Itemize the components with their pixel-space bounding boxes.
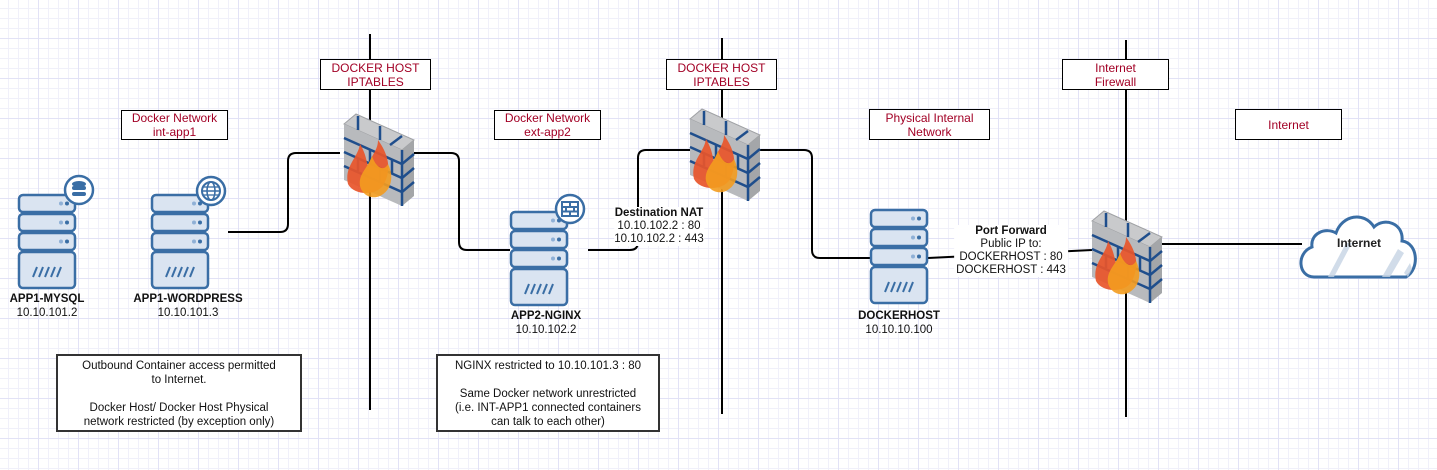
note-line: NGINX restricted to 10.10.101.3 : 80: [454, 360, 642, 372]
note-spacer: [442, 373, 654, 387]
note-nginx-restrictions: NGINX restricted to 10.10.101.3 : 80 Sam…: [436, 354, 660, 432]
node-label-dockerhost: DOCKERHOST 10.10.10.100: [858, 309, 940, 337]
zone-label-int-app1: Docker Network int-app1: [121, 110, 228, 140]
firewall-iptables-1-icon[interactable]: [342, 112, 416, 208]
zone-label-line: Firewall: [1094, 74, 1137, 89]
server-app1-wordpress-icon[interactable]: [150, 193, 210, 290]
node-name: APP1-MYSQL: [9, 293, 85, 305]
edge-label-line: DOCKERHOST : 443: [956, 264, 1066, 276]
zone-label-line: IPTABLES: [347, 74, 404, 89]
connector-iptables1-nginx[interactable]: [408, 152, 510, 251]
zone-label-internet-firewall: Internet Firewall: [1062, 59, 1169, 90]
zone-label-line: Internet: [1095, 60, 1136, 75]
node-name: DOCKERHOST: [858, 310, 940, 322]
edge-label-title: Port Forward: [975, 225, 1047, 237]
firewall-internet-icon[interactable]: [1090, 209, 1164, 305]
note-line: (i.e. INT-APP1 connected containers: [454, 402, 641, 414]
server-app2-nginx-icon[interactable]: [509, 210, 569, 307]
edge-label-line: DOCKERHOST : 80: [959, 251, 1063, 263]
zone-label-line: DOCKER HOST: [331, 60, 420, 75]
edge-label-line: 10.10.102.2 : 443: [614, 233, 704, 245]
zone-label-line: int-app1: [152, 125, 197, 139]
zone-label-iptables-1: DOCKER HOST IPTABLES: [320, 59, 431, 90]
node-name: APP2-NGINX: [510, 310, 582, 322]
node-label-app1-mysql: APP1-MYSQL 10.10.101.2: [10, 292, 85, 320]
node-ip: 10.10.102.2: [515, 324, 577, 336]
zone-label-line: Physical Internal: [885, 110, 974, 125]
firewall-iptables-2-icon[interactable]: [688, 107, 762, 203]
connector-wordpress-iptables1[interactable]: [228, 152, 340, 233]
server-app1-mysql-icon[interactable]: [17, 193, 77, 290]
zone-label-internet: Internet: [1235, 109, 1342, 140]
connector-iptables2-dockerhost[interactable]: [754, 149, 870, 259]
connector-nginx-iptables2[interactable]: [588, 149, 692, 251]
edge-label-line: 10.10.102.2 : 80: [617, 220, 701, 232]
note-spacer: [62, 387, 296, 401]
note-outbound-access: Outbound Container access permitted to I…: [56, 354, 302, 432]
zone-label-line: IPTABLES: [693, 74, 750, 89]
edge-label-destination-nat: Destination NAT 10.10.102.2 : 80 10.10.1…: [614, 207, 704, 246]
zone-label-line: Docker Network: [131, 111, 218, 125]
zone-label-line: Network: [907, 124, 952, 139]
globe-badge-icon: [195, 175, 227, 207]
zone-label-line: Internet: [1268, 117, 1309, 132]
internet-cloud-icon[interactable]: [1299, 215, 1417, 279]
note-line: Docker Host/ Docker Host Physical: [89, 402, 269, 414]
note-line: Same Docker network unrestricted: [459, 388, 637, 400]
node-label-app1-wordpress: APP1-WORDPRESS 10.10.101.3: [133, 292, 242, 320]
node-ip: 10.10.10.100: [865, 324, 933, 336]
database-badge-icon: [63, 174, 95, 206]
cloud-label: Internet: [1336, 236, 1382, 250]
note-line: network restricted (by exception only): [83, 416, 275, 428]
note-line: to Internet.: [151, 374, 207, 386]
node-ip: 10.10.101.2: [16, 307, 78, 319]
zone-label-ext-app2: Docker Network ext-app2: [494, 110, 601, 140]
note-line: can talk to each other): [491, 416, 605, 428]
zone-label-line: Docker Network: [504, 111, 591, 125]
note-line: Outbound Container access permitted: [82, 360, 276, 372]
zone-label-line: ext-app2: [524, 125, 571, 139]
edge-label-port-forward: Port Forward Public IP to: DOCKERHOST : …: [954, 225, 1068, 277]
zone-label-iptables-2: DOCKER HOST IPTABLES: [666, 59, 777, 90]
node-label-app2-nginx: APP2-NGINX 10.10.102.2: [511, 309, 581, 337]
zone-label-line: DOCKER HOST: [677, 60, 766, 75]
node-ip: 10.10.101.3: [157, 307, 219, 319]
server-dockerhost-icon[interactable]: [869, 208, 929, 305]
edge-label-line: Public IP to:: [980, 238, 1042, 250]
node-name: APP1-WORDPRESS: [133, 293, 243, 305]
edge-label-title: Destination NAT: [614, 207, 704, 219]
zone-label-physical-network: Physical Internal Network: [869, 109, 990, 140]
firewall-brick-badge-icon: [554, 193, 586, 225]
